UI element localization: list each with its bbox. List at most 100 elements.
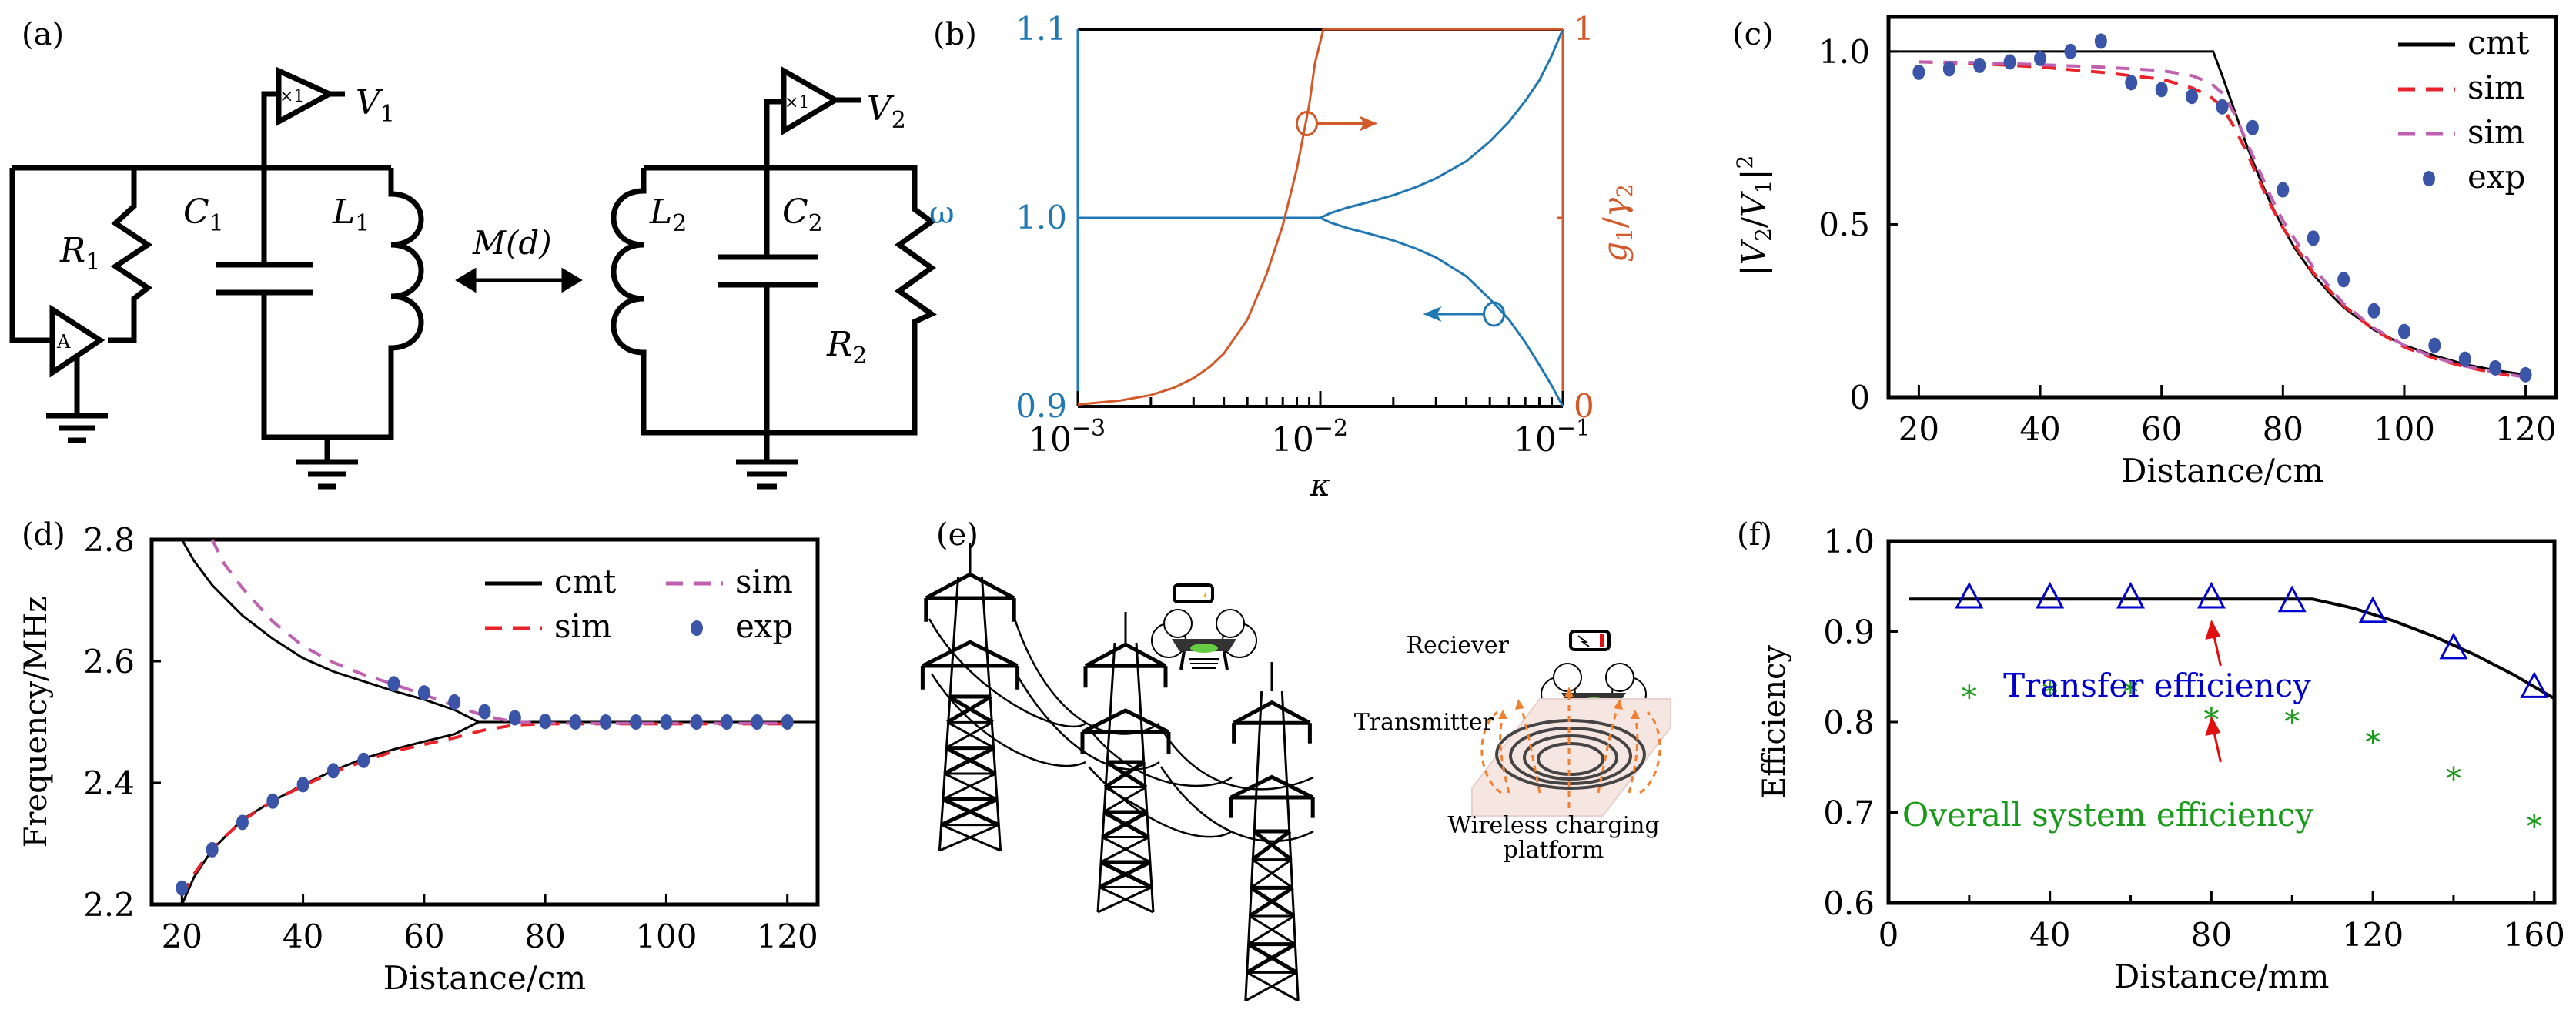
chart-b-ytick-left-label: 1.0 [1015, 199, 1067, 236]
chart-d-exp-point [721, 714, 734, 730]
label-c2: C2 [782, 192, 823, 237]
chart-c-exp-point [2216, 99, 2229, 115]
panel-label-f: (f) [1737, 517, 1772, 553]
chart-c-xlabel: Distance/cm [2121, 452, 2324, 490]
chart-d-exp-point [206, 841, 219, 858]
chart-d-ytick-label: 2.6 [83, 643, 135, 680]
chart-f-transfer-point [1955, 581, 1984, 609]
chart-b-ytick-left-label: 0.9 [1015, 387, 1067, 425]
drone-icon-1 [1151, 609, 1257, 670]
power-line-wire [1088, 766, 1233, 838]
tower-lattice [938, 824, 1002, 852]
chart-f-overall-point: * [2527, 810, 2542, 845]
chart-d-xlabel: Distance/cm [383, 959, 587, 997]
tower-lattice [1251, 829, 1293, 861]
chart-b-xtick-label: 10−1 [1514, 415, 1591, 460]
chart-d-xtick-label: 80 [524, 918, 565, 955]
chart-c-exp-point [2307, 230, 2320, 246]
battery-low-indicator [1600, 634, 1604, 647]
battery-icon-low [1569, 630, 1611, 651]
tower-lattice [943, 746, 997, 776]
tower-lattice [1247, 914, 1296, 945]
chart-d-exp-point [176, 880, 189, 896]
chart-b-ytick-right-label: 1 [1574, 10, 1594, 48]
tower-crossarm [1232, 700, 1312, 744]
chart-c-xtick-label: 60 [2141, 410, 2182, 448]
chart-f-transfer-point [2277, 585, 2307, 613]
chart-c-ylabel: |V2/V1|2 [1732, 155, 1776, 276]
chart-d-series-cmt-lower [180, 720, 480, 905]
chart-d-exp-point [751, 714, 764, 730]
chart-d-series-sim [210, 539, 788, 725]
chart-c-exp-point [1912, 64, 1925, 80]
chart-d-series-cmt [180, 539, 818, 724]
tower-lattice [940, 797, 1000, 827]
capacitor-c2 [718, 168, 818, 462]
chart-c-xtick-label: 100 [2374, 410, 2435, 448]
circuit-diagram [9, 65, 937, 490]
chart-d-exp-point [690, 714, 703, 730]
chart-f-transfer-point [2196, 581, 2226, 609]
chart-d-xtick-label: 20 [162, 918, 202, 955]
chart-c-xtick-label: 80 [2263, 410, 2303, 448]
chart-f-frame [1886, 539, 2557, 905]
chart-d-ylabel: Frequency/MHz [18, 597, 54, 848]
chart-f-overall-point: * [2365, 725, 2380, 761]
chart-c-exp-point [1942, 61, 1955, 77]
chart-f-overall-point: * [2123, 676, 2139, 711]
label-r1: R1 [59, 231, 100, 276]
buffer-v2 [781, 65, 841, 136]
chart-c-xtick-label: 20 [1899, 410, 1939, 448]
tower-lattice [1102, 786, 1149, 814]
chart-d-exp-point [266, 793, 279, 809]
panel-label-b: (b) [933, 17, 977, 52]
tower-crossarm [1080, 708, 1171, 754]
receiver-label: Reciever [1406, 632, 1509, 659]
chart-c-ytick-label: 1.0 [1818, 33, 1870, 71]
power-line-wire [930, 673, 1086, 767]
tower-lattice [1098, 860, 1153, 889]
chart-c-exp-point [2125, 75, 2138, 91]
chart-c-legend-marker [2423, 171, 2435, 186]
panel-label-d: (d) [22, 517, 65, 553]
chart-f-xtick-label: 80 [2191, 916, 2232, 954]
chart-c-exp-point [2277, 182, 2290, 198]
chart-d-legend-label: sim [554, 607, 612, 645]
label-buffer-2: ×1 [785, 93, 809, 112]
chart-d-series-sim [180, 722, 788, 897]
chart-d-legend-marker [691, 620, 703, 636]
chart-c-exp-point [2155, 82, 2168, 98]
ground-symbol-1 [46, 413, 108, 443]
chart-d-ytick-label: 2.4 [83, 764, 135, 802]
power-line-wire [1159, 727, 1314, 791]
chart-b-ytick-right-label: 0 [1574, 387, 1594, 425]
ground-symbol-3 [736, 459, 798, 490]
chart-d-exp-point [357, 752, 370, 768]
tower-lattice [1097, 886, 1154, 914]
chart-d-legend-label: exp [735, 607, 793, 645]
chart-c-exp-point [2246, 119, 2259, 135]
tower-lattice [1101, 810, 1150, 839]
power-line-wire [1013, 618, 1160, 735]
chart-f-xtick-label: 120 [2342, 916, 2404, 954]
chart-c-exp-point [2003, 54, 2016, 70]
chart-b-ylabel-right: g1/γ2 [1596, 184, 1638, 262]
chart-f-ytick-label: 0.7 [1823, 794, 1875, 832]
chart-c-exp-point [2489, 359, 2502, 376]
chart-f-theory-line [1909, 597, 2556, 700]
panel-label-a: (a) [22, 17, 64, 52]
label-coupling: M(d) [472, 224, 552, 262]
circuit-labels: R1 C1 L1 M(d) L2 C2 R2 V1 V2 ×1 ×1 A [56, 83, 906, 369]
chart-c-exp-point [2337, 272, 2350, 288]
chart-d-exp-point [236, 814, 249, 831]
chart-b-series-line [1078, 28, 1564, 219]
tower-lattice [945, 720, 995, 749]
tower-lattice [1245, 971, 1299, 1002]
chart-b-labels: ω κ g1/γ2 [929, 184, 1638, 503]
chart-c-xtick-label: 40 [2019, 410, 2060, 448]
chart-b-xtick-exponent: −1 [1557, 415, 1591, 442]
transmitter-coil [1495, 719, 1646, 790]
